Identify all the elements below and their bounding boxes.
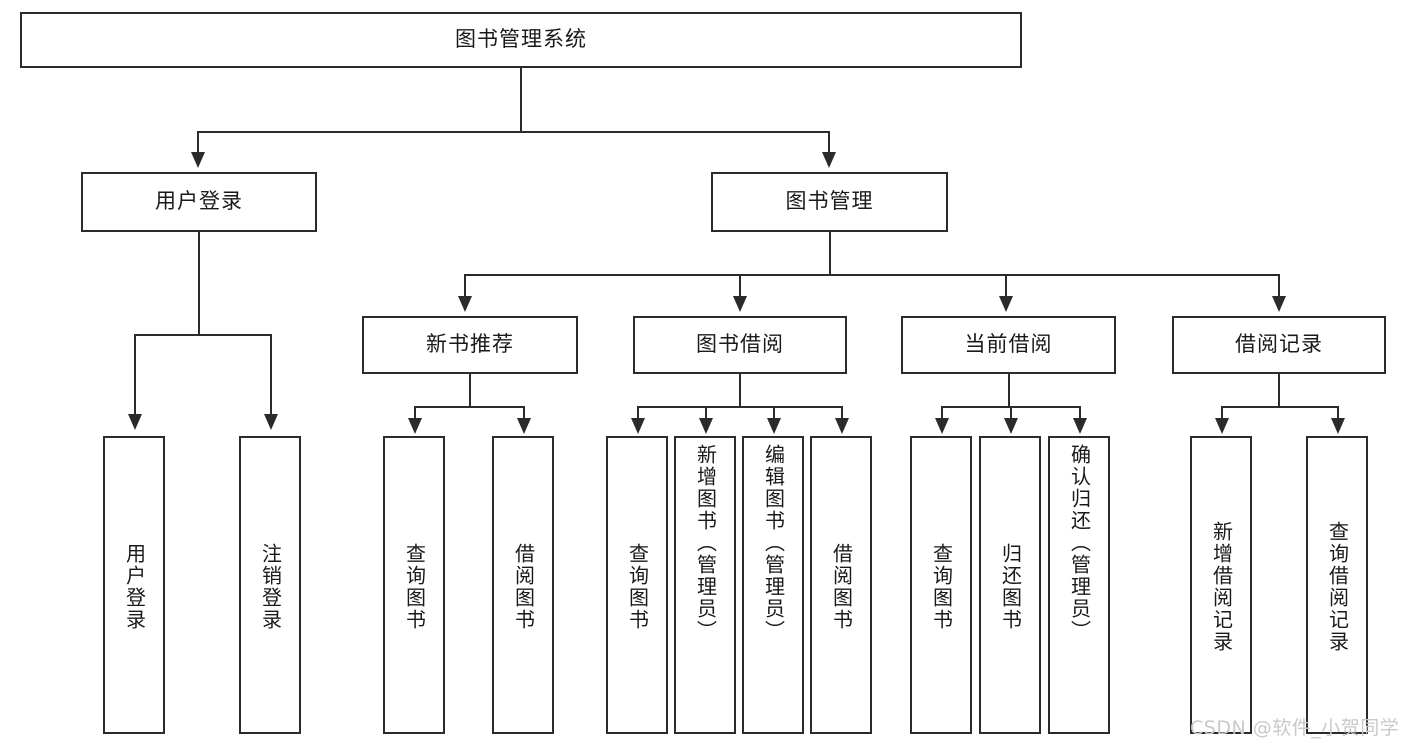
arrowhead-current-borrow-to-leaf-1 xyxy=(935,418,949,434)
leaf-confirm-return-admin[interactable]: 确认归还（管理员） xyxy=(1048,436,1110,734)
connector-root-to-user-login xyxy=(197,131,199,156)
node-book-borrow[interactable]: 图书借阅 xyxy=(633,316,847,374)
connector-user-login-bus xyxy=(134,334,271,336)
arrowhead-borrow-record-to-leaf-1 xyxy=(1215,418,1229,434)
arrowhead-bm-to-book-borrow xyxy=(733,296,747,312)
node-label: 当前借阅 xyxy=(964,332,1053,357)
leaf-label: 新增借阅记录 xyxy=(1209,521,1234,653)
leaf-query-borrow-record[interactable]: 查询借阅记录 xyxy=(1306,436,1368,734)
arrowhead-root-to-user-login xyxy=(191,152,205,168)
connector-book-management-stem xyxy=(829,232,831,274)
leaf-add-borrow-record[interactable]: 新增借阅记录 xyxy=(1190,436,1252,734)
connector-user-login-to-leaf-1 xyxy=(134,334,136,416)
node-borrow-record[interactable]: 借阅记录 xyxy=(1172,316,1386,374)
connector-current-borrow-to-leaf-3 xyxy=(1079,406,1081,422)
node-book-management-system[interactable]: 图书管理系统 xyxy=(20,12,1022,68)
connector-book-borrow-to-leaf-2 xyxy=(705,406,707,422)
connector-new-book-stem xyxy=(469,374,471,406)
arrowhead-book-borrow-to-leaf-3 xyxy=(767,418,781,434)
leaf-label: 借阅图书 xyxy=(511,543,536,631)
connector-user-login-to-leaf-2 xyxy=(270,334,272,416)
connector-bm-to-new-book xyxy=(464,274,466,299)
connector-bm-to-book-borrow xyxy=(739,274,741,299)
connector-new-book-to-leaf-2 xyxy=(523,406,525,422)
connector-bm-to-current-borrow xyxy=(1005,274,1007,299)
leaf-borrow-book-1[interactable]: 借阅图书 xyxy=(492,436,554,734)
arrowhead-user-login-to-leaf-1 xyxy=(128,414,142,430)
connector-user-login-stem xyxy=(198,232,200,334)
arrowhead-borrow-record-to-leaf-2 xyxy=(1331,418,1345,434)
connector-new-book-bus xyxy=(414,406,524,408)
connector-root-stem xyxy=(520,68,522,131)
node-label: 用户登录 xyxy=(155,189,243,214)
leaf-logout-login[interactable]: 注销登录 xyxy=(239,436,301,734)
leaf-label: 用户登录 xyxy=(122,543,147,631)
node-new-book-recommend[interactable]: 新书推荐 xyxy=(362,316,578,374)
connector-book-borrow-stem xyxy=(739,374,741,406)
node-label: 图书管理系统 xyxy=(455,27,587,52)
arrowhead-bm-to-new-book xyxy=(458,296,472,312)
connector-book-borrow-to-leaf-4 xyxy=(841,406,843,422)
connector-borrow-record-bus xyxy=(1221,406,1338,408)
connector-root-to-book-management xyxy=(828,131,830,156)
leaf-borrow-book-2[interactable]: 借阅图书 xyxy=(810,436,872,734)
node-label: 新书推荐 xyxy=(426,332,514,357)
connector-book-borrow-to-leaf-3 xyxy=(773,406,775,422)
leaf-label: 查询图书 xyxy=(402,543,427,631)
node-current-borrow[interactable]: 当前借阅 xyxy=(901,316,1116,374)
node-book-management[interactable]: 图书管理 xyxy=(711,172,948,232)
connector-bm-to-borrow-record xyxy=(1278,274,1280,299)
connector-current-borrow-stem xyxy=(1008,374,1010,406)
arrowhead-root-to-book-management xyxy=(822,152,836,168)
leaf-label: 编辑图书（管理员） xyxy=(761,444,786,642)
leaf-return-book[interactable]: 归还图书 xyxy=(979,436,1041,734)
leaf-user-login[interactable]: 用户登录 xyxy=(103,436,165,734)
arrowhead-book-borrow-to-leaf-1 xyxy=(631,418,645,434)
leaf-query-book-1[interactable]: 查询图书 xyxy=(383,436,445,734)
connector-book-borrow-to-leaf-1 xyxy=(637,406,639,422)
leaf-label: 新增图书（管理员） xyxy=(693,444,718,642)
leaf-label: 借阅图书 xyxy=(829,543,854,631)
arrowhead-bm-to-current-borrow xyxy=(999,296,1013,312)
leaf-label: 查询借阅记录 xyxy=(1325,521,1350,653)
connector-current-borrow-to-leaf-2 xyxy=(1010,406,1012,422)
leaf-label: 查询图书 xyxy=(929,543,954,631)
arrowhead-book-borrow-to-leaf-4 xyxy=(835,418,849,434)
arrowhead-book-borrow-to-leaf-2 xyxy=(699,418,713,434)
connector-new-book-to-leaf-1 xyxy=(414,406,416,422)
connector-borrow-record-to-leaf-2 xyxy=(1337,406,1339,422)
node-user-login[interactable]: 用户登录 xyxy=(81,172,317,232)
leaf-label: 归还图书 xyxy=(998,543,1023,631)
leaf-edit-book-admin[interactable]: 编辑图书（管理员） xyxy=(742,436,804,734)
connector-book-management-bus xyxy=(464,274,1280,276)
arrowhead-new-book-to-leaf-2 xyxy=(517,418,531,434)
leaf-label: 确认归还（管理员） xyxy=(1067,444,1092,642)
node-label: 图书借阅 xyxy=(696,332,784,357)
node-label: 借阅记录 xyxy=(1235,332,1323,357)
arrowhead-user-login-to-leaf-2 xyxy=(264,414,278,430)
leaf-query-book-2[interactable]: 查询图书 xyxy=(606,436,668,734)
arrowhead-new-book-to-leaf-1 xyxy=(408,418,422,434)
connector-borrow-record-to-leaf-1 xyxy=(1221,406,1223,422)
leaf-label: 注销登录 xyxy=(258,543,283,631)
leaf-label: 查询图书 xyxy=(625,543,650,631)
node-label: 图书管理 xyxy=(785,189,874,214)
leaf-query-book-3[interactable]: 查询图书 xyxy=(910,436,972,734)
connector-current-borrow-to-leaf-1 xyxy=(941,406,943,422)
connector-root-bus xyxy=(197,131,829,133)
arrowhead-current-borrow-to-leaf-2 xyxy=(1004,418,1018,434)
arrowhead-current-borrow-to-leaf-3 xyxy=(1073,418,1087,434)
arrowhead-bm-to-borrow-record xyxy=(1272,296,1286,312)
connector-borrow-record-stem xyxy=(1278,374,1280,406)
leaf-add-book-admin[interactable]: 新增图书（管理员） xyxy=(674,436,736,734)
connector-book-borrow-bus xyxy=(637,406,842,408)
